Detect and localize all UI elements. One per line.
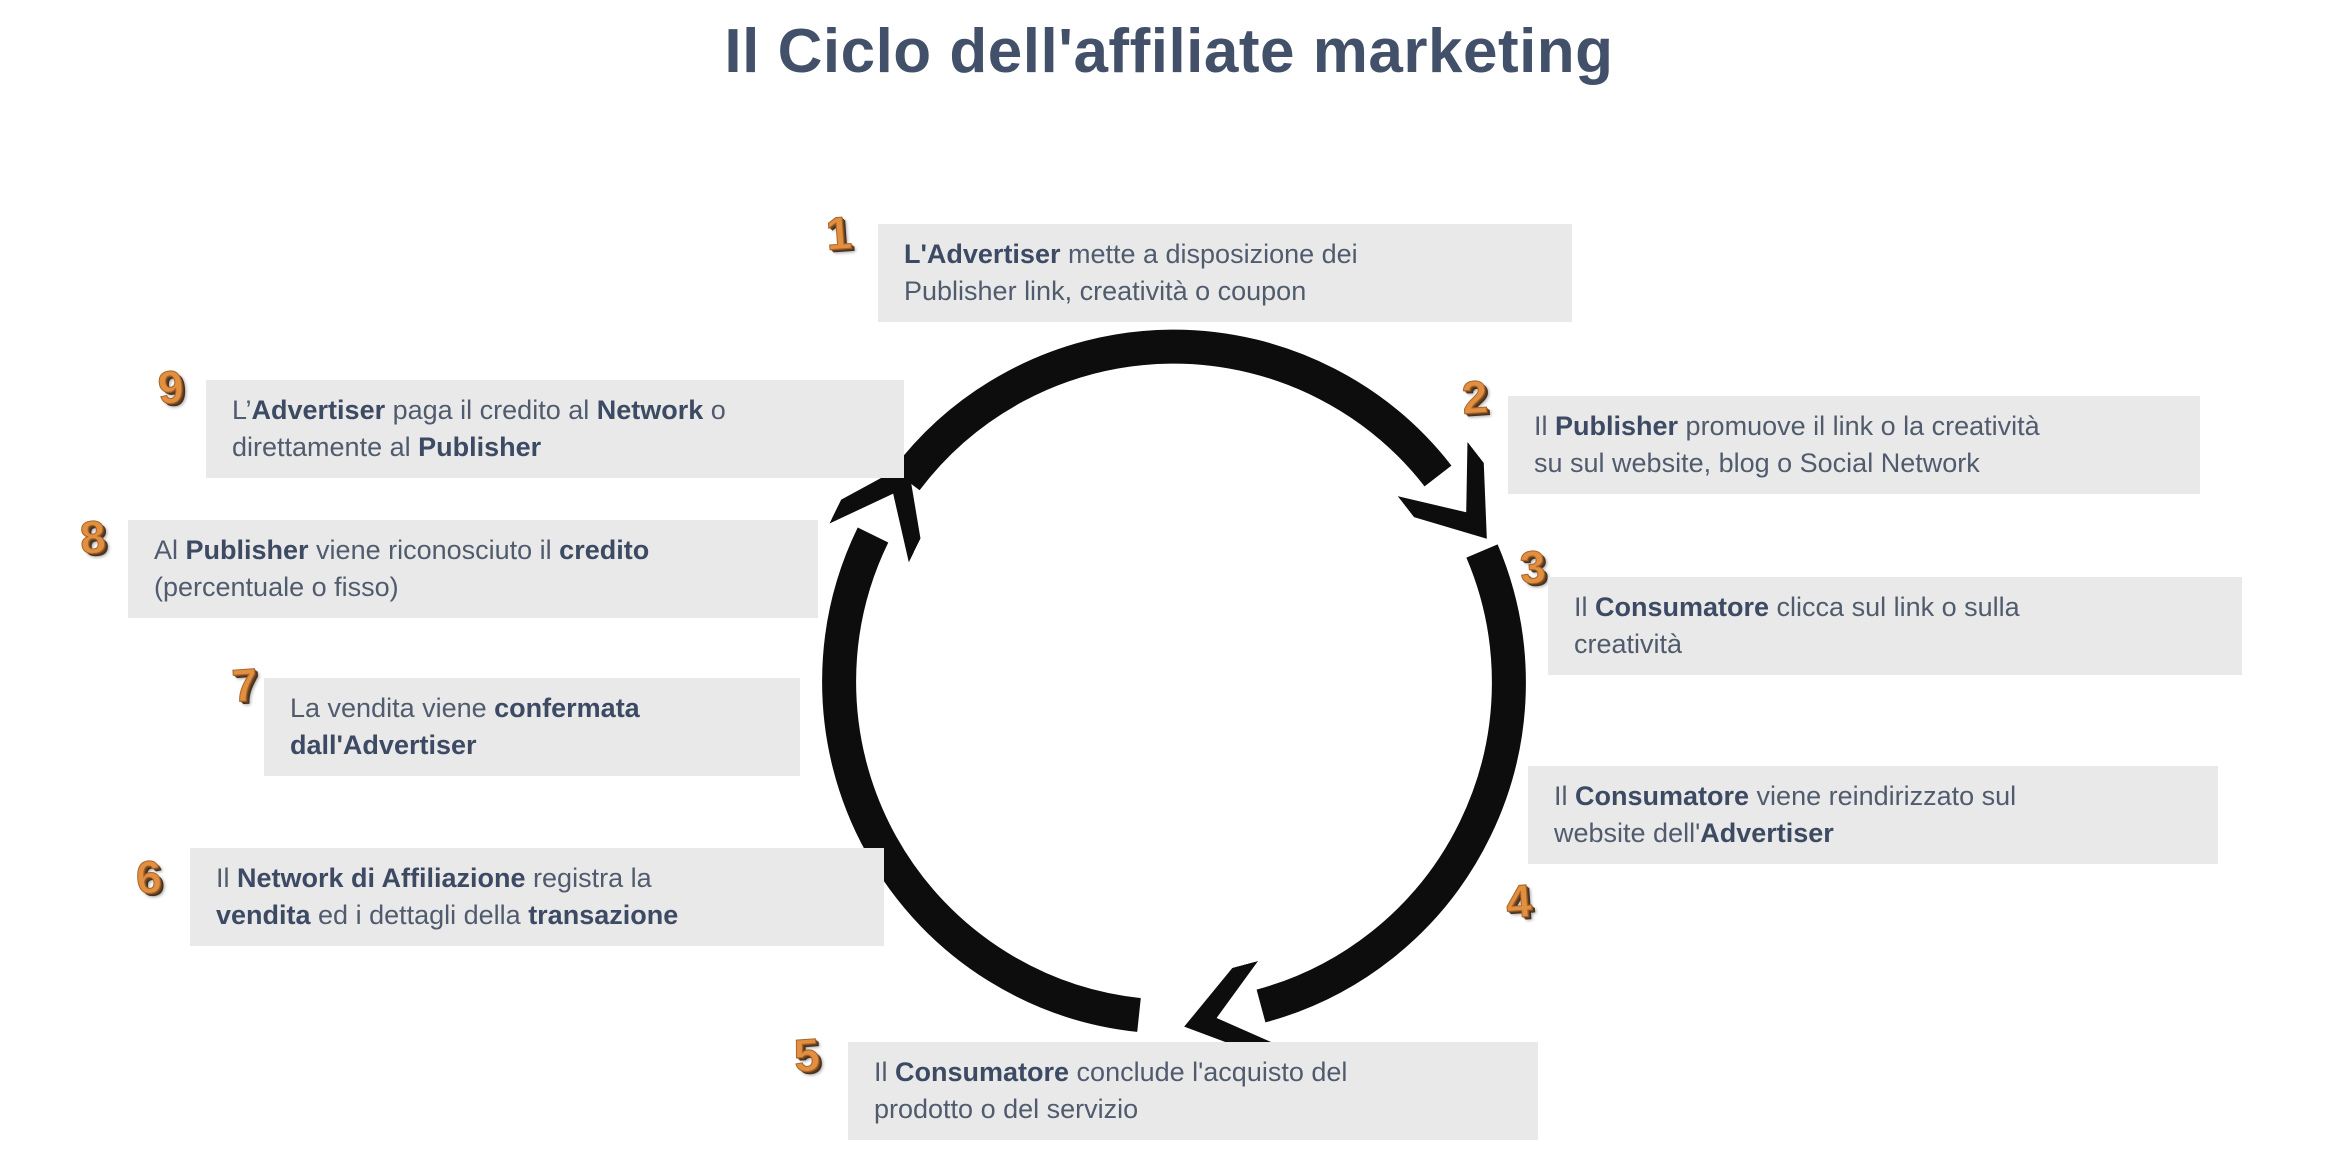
step-text-segment: Il xyxy=(874,1057,896,1087)
step-4-box: Il Consumatore viene reindirizzato sul w… xyxy=(1528,766,2218,864)
cycle-arc-left xyxy=(822,463,1141,1032)
step-9-box: L’Advertiser paga il credito al Network … xyxy=(206,380,904,478)
step-text-segment: Publisher link, creatività o coupon xyxy=(904,276,1307,306)
step-text-segment: paga il credito al xyxy=(385,395,597,425)
step-text-segment: L'Advertiser xyxy=(904,239,1061,269)
step-8-box: Al Publisher viene riconosciuto il credi… xyxy=(128,520,818,618)
step-text-line: Il Network di Affiliazione registra la xyxy=(216,860,858,897)
step-text-segment: Il xyxy=(1554,781,1576,811)
step-6-number: 6 xyxy=(134,850,164,905)
step-text-line: prodotto o del servizio xyxy=(874,1091,1512,1128)
step-text-segment: registra la xyxy=(525,863,652,893)
step-text-segment: L’ xyxy=(232,395,252,425)
step-text-line: dall'Advertiser xyxy=(290,727,774,764)
step-text-segment: Publisher xyxy=(1555,411,1679,441)
step-text-segment: Al xyxy=(154,535,186,565)
step-text-line: Il Consumatore clicca sul link o sulla xyxy=(1574,589,2216,626)
step-text-segment: confermata xyxy=(494,693,640,723)
step-text-line: Il Consumatore conclude l'acquisto del xyxy=(874,1054,1512,1091)
cycle-arc-top xyxy=(892,329,1487,539)
step-text-line: website dell'Advertiser xyxy=(1554,815,2192,852)
step-text-segment: Network xyxy=(596,395,704,425)
step-text-segment: o xyxy=(703,395,726,425)
step-text-segment: La vendita viene xyxy=(290,693,495,723)
step-text-segment: mette a disposizione dei xyxy=(1060,239,1358,269)
step-text-line: L'Advertiser mette a disposizione dei xyxy=(904,236,1546,273)
step-text-segment: viene riconosciuto il xyxy=(308,535,560,565)
step-text-line: Il Publisher promuove il link o la creat… xyxy=(1534,408,2174,445)
step-text-line: vendita ed i dettagli della transazione xyxy=(216,897,858,934)
step-text-line: La vendita viene confermata xyxy=(290,690,774,727)
step-text-segment: website dell' xyxy=(1554,818,1701,848)
step-2-box: Il Publisher promuove il link o la creat… xyxy=(1508,396,2200,494)
page-title: Il Ciclo dell'affiliate marketing xyxy=(724,17,1614,86)
step-4-number: 4 xyxy=(1504,874,1534,929)
step-text-segment: (percentuale o fisso) xyxy=(154,572,399,602)
step-text-segment: Il xyxy=(1574,592,1596,622)
step-7-box: La vendita viene confermata dall'Adverti… xyxy=(264,678,800,776)
step-text-segment: su sul website, blog o Social Network xyxy=(1534,448,1980,478)
step-text-segment: Consumatore xyxy=(895,1057,1070,1087)
step-text-segment: ed i dettagli della xyxy=(310,900,529,930)
step-text-segment: dall'Advertiser xyxy=(290,730,477,760)
step-text-line: Il Consumatore viene reindirizzato sul xyxy=(1554,778,2192,815)
step-text-line: creatività xyxy=(1574,626,2216,663)
step-3-number: 3 xyxy=(1518,540,1548,595)
step-text-segment: Advertiser xyxy=(251,395,386,425)
step-text-line: (percentuale o fisso) xyxy=(154,569,792,606)
step-text-segment: Network di Affiliazione xyxy=(237,863,526,893)
step-text-line: direttamente al Publisher xyxy=(232,429,878,466)
step-7-number: 7 xyxy=(230,658,260,713)
step-text-segment: prodotto o del servizio xyxy=(874,1094,1139,1124)
step-3-box: Il Consumatore clicca sul link o sulla c… xyxy=(1548,577,2242,675)
step-6-box: Il Network di Affiliazione registra la v… xyxy=(190,848,884,946)
step-text-segment: viene reindirizzato sul xyxy=(1749,781,2017,811)
step-2-number: 2 xyxy=(1460,370,1490,425)
cycle-arc-right xyxy=(1184,544,1526,1054)
step-8-number: 8 xyxy=(78,510,108,565)
step-text-segment: promuove il link o la creatività xyxy=(1678,411,2040,441)
step-text-line: su sul website, blog o Social Network xyxy=(1534,445,2174,482)
step-1-box: L'Advertiser mette a disposizione dei Pu… xyxy=(878,224,1572,322)
step-9-number: 9 xyxy=(156,360,186,415)
step-text-segment: creatività xyxy=(1574,629,1683,659)
step-text-segment: Il xyxy=(216,863,238,893)
step-text-segment: Consumatore xyxy=(1575,781,1750,811)
step-text-segment: Publisher xyxy=(418,432,542,462)
step-text-line: Al Publisher viene riconosciuto il credi… xyxy=(154,532,792,569)
step-text-line: L’Advertiser paga il credito al Network … xyxy=(232,392,878,429)
step-5-box: Il Consumatore conclude l'acquisto del p… xyxy=(848,1042,1538,1140)
step-text-segment: Publisher xyxy=(185,535,309,565)
step-text-segment: direttamente al xyxy=(232,432,419,462)
step-text-segment: Il xyxy=(1534,411,1556,441)
step-text-segment: transazione xyxy=(528,900,679,930)
step-1-number: 1 xyxy=(824,206,854,261)
step-text-segment: clicca sul link o sulla xyxy=(1769,592,2020,622)
step-5-number: 5 xyxy=(792,1028,822,1083)
step-text-segment: credito xyxy=(559,535,650,565)
step-text-line: Publisher link, creatività o coupon xyxy=(904,273,1546,310)
step-text-segment: Consumatore xyxy=(1595,592,1770,622)
step-text-segment: Advertiser xyxy=(1700,818,1834,848)
step-text-segment: conclude l'acquisto del xyxy=(1069,1057,1348,1087)
step-text-segment: vendita xyxy=(216,900,311,930)
